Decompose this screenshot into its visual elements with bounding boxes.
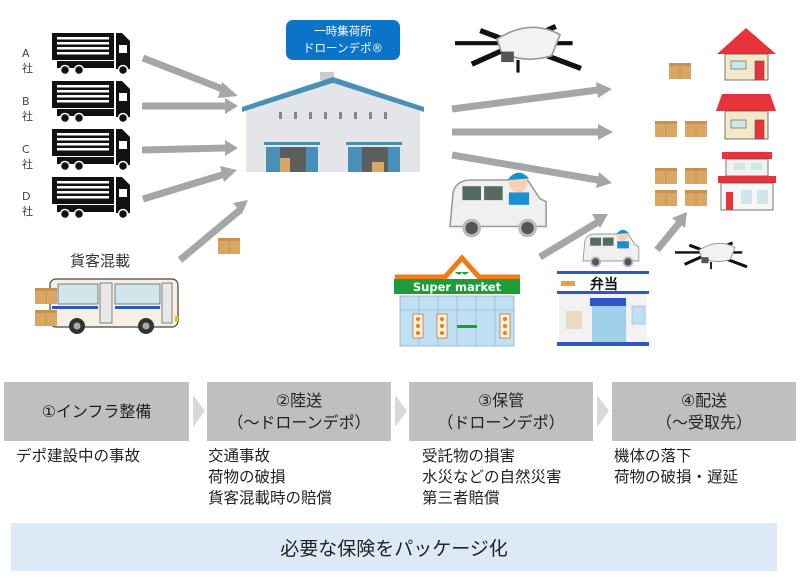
risk-item: 荷物の破損・遅延 [614, 468, 739, 486]
drone-small-icon [673, 241, 749, 271]
arrows-to-depot [141, 54, 248, 263]
truck-icon-b [51, 80, 131, 124]
bento-shop-icon: 弁当 [557, 271, 649, 346]
parcel-icon [684, 120, 708, 138]
stage-box-land-transport: ②陸送 （～ドローンデポ） [207, 382, 391, 441]
arrows-to-homes [451, 82, 687, 260]
conclusion-banner: 必要な保険をパッケージ化 [11, 523, 777, 571]
stage-subtitle: （～受取先） [655, 412, 752, 432]
parcel-icon [217, 237, 241, 255]
risk-item: 水災などの自然災害 [422, 468, 562, 486]
risk-list-infrastructure: デポ建設中の事故 [16, 446, 140, 467]
stage-box-infrastructure: ①インフラ整備 [4, 382, 189, 441]
supermarket-icon: Super market [394, 254, 520, 347]
parcel-icon [654, 189, 678, 207]
depot-warehouse-icon [242, 72, 424, 172]
risk-item: 荷物の破損 [208, 468, 286, 486]
risk-item: 第三者賠償 [422, 489, 500, 507]
stage-box-storage: ③保管 （ドローンデポ） [409, 382, 593, 441]
stage-title: ②陸送 [275, 390, 323, 410]
bento-sign: 弁当 [590, 276, 618, 293]
bus-icon [49, 278, 179, 334]
parcel-icon [684, 167, 708, 185]
risk-item: 機体の落下 [614, 447, 692, 465]
stage-title: ④配送 [680, 390, 728, 410]
risk-list-storage: 受託物の損害 水災などの自然災害 第三者賠償 [422, 446, 562, 509]
risk-list-land-transport: 交通事故 荷物の破損 貨客混載時の賠償 [208, 446, 332, 509]
chevron-right-icon [395, 395, 407, 427]
company-label-a: A社 [22, 47, 33, 75]
depot-sign: 一時集荷所 ドローンデポ® [286, 20, 400, 60]
apartment-icon [718, 152, 776, 211]
parcel-icon [654, 120, 678, 138]
depot-sign-line2: ドローンデポ® [303, 41, 383, 55]
stage-title: ①インフラ整備 [41, 401, 152, 421]
parcel-icon [34, 309, 58, 327]
house-icon [717, 28, 776, 81]
depot-sign-line1: 一時集荷所 [314, 24, 372, 38]
supermarket-sign: Super market [413, 280, 502, 294]
parcel-icon [684, 189, 708, 207]
truck-icon-d [51, 176, 131, 220]
delivery-van-small-icon [582, 228, 640, 268]
conclusion-text: 必要な保険をパッケージ化 [280, 537, 508, 560]
company-label-d: D社 [22, 190, 33, 218]
stage-box-delivery: ④配送 （～受取先） [612, 382, 796, 441]
delivery-van-icon [448, 171, 548, 238]
truck-icon-c [51, 128, 131, 172]
risk-item: 交通事故 [208, 447, 271, 465]
mixed-cargo-label: 貨客混載 [70, 252, 131, 270]
stage-subtitle: （～ドローンデポ） [227, 412, 371, 432]
logistics-illustration: Super market 弁当 [34, 0, 776, 347]
risk-list-delivery: 機体の落下 荷物の破損・遅延 [614, 446, 738, 488]
company-label-b: B社 [22, 95, 33, 123]
chevron-right-icon [193, 395, 205, 427]
risk-item: 受託物の損害 [422, 447, 516, 465]
risk-item: 貨客混載時の賠償 [208, 489, 333, 507]
risk-item: デポ建設中の事故 [16, 447, 141, 465]
chevron-right-icon [597, 395, 609, 427]
stage-subtitle: （ドローンデポ） [437, 412, 565, 432]
parcel-icon [654, 167, 678, 185]
house-icon [716, 94, 776, 140]
company-label-c: C社 [22, 143, 33, 171]
parcel-icon [668, 62, 692, 80]
drone-icon [455, 26, 581, 72]
parcel-icon [34, 287, 58, 305]
truck-icon-a [51, 32, 131, 76]
stage-title: ③保管 [477, 390, 525, 410]
